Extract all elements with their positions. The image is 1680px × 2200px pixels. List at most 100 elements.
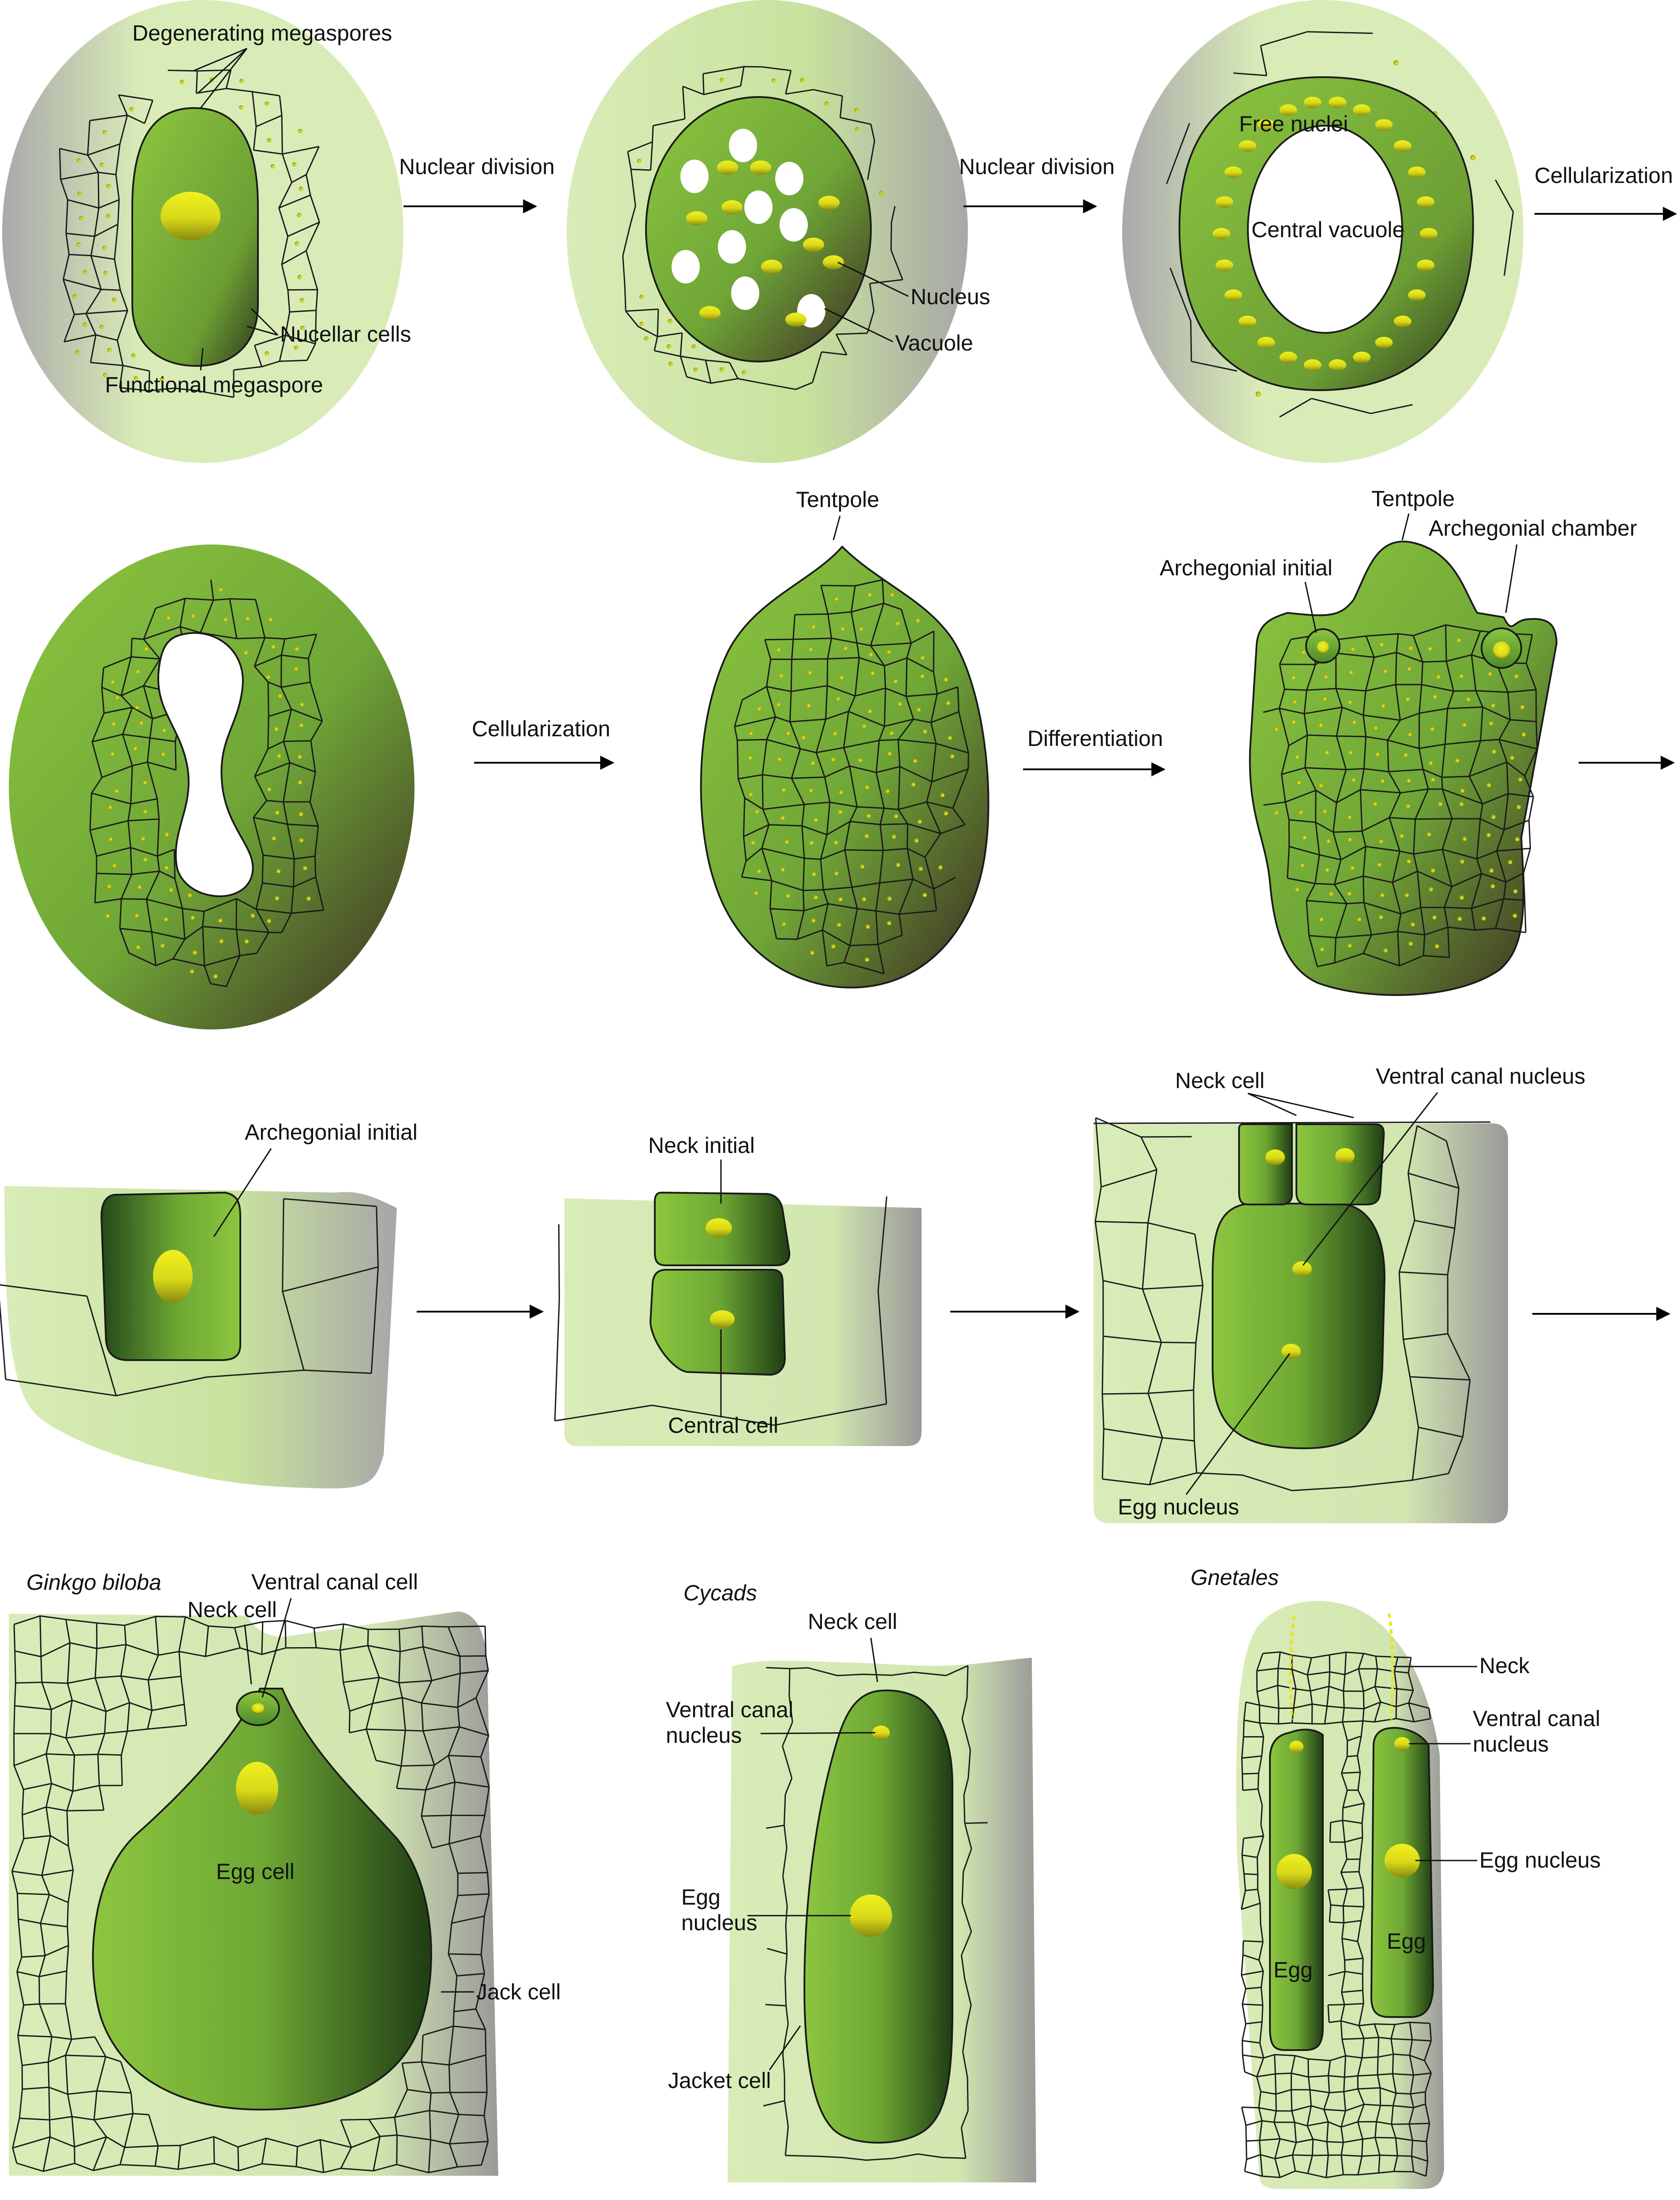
ventral-canal-nucleus-dot (1292, 1261, 1312, 1276)
megaspore-nucleus (161, 192, 220, 240)
label-ginkgo-neck-cell: Neck cell (187, 1597, 277, 1622)
leader-nucellar (246, 308, 279, 336)
leader-neck-cell-mature (1247, 1093, 1354, 1119)
archegonial-initial-network (0, 1198, 379, 1397)
differentiated-gametophyte (1249, 541, 1558, 996)
leader-cycad-neck-cell (870, 1637, 878, 1682)
leader-ginkgo-ventral-canal (261, 1598, 292, 1698)
arrow-nuclear-division-2: Nuclear division (959, 154, 1115, 213)
gnetales-vcn-left (1289, 1741, 1303, 1753)
panel-ginkgo: Ginkgo biloba Ventral canal cell Neck ce… (9, 1570, 561, 2176)
ginkgo-egg-cell (92, 1688, 432, 2111)
label-archegonial-chamber: Archegonial chamber (1429, 516, 1637, 541)
leader-ginkgo-neck-cell (244, 1624, 252, 1685)
label-gnetales-egg-right: Egg (1387, 1929, 1426, 1954)
neck-cell-nucleus-left (1266, 1149, 1285, 1165)
label-archegonial-initial-1: Archegonial initial (1160, 556, 1333, 580)
archegonial-chamber-nucleus (1493, 641, 1510, 659)
leader-functional (200, 348, 204, 371)
label-gnetales-egg-nucleus: Egg nucleus (1479, 1848, 1601, 1872)
label-cycad-egg-nucleus-2: nucleus (681, 1910, 757, 1935)
panel-megaspore: Degenerating megaspores Nucellar cells F… (2, 0, 411, 463)
embryo-sac (645, 96, 872, 362)
label-cycad-egg-nucleus-1: Egg (681, 1885, 721, 1909)
panel-gnetales: Gnetales Neck Ventral canal nucleus Egg … (1191, 1565, 1601, 2189)
differentiated-network (1263, 624, 1538, 967)
leader-tentpole-2 (1401, 513, 1410, 541)
panel-cycads: Cycads Neck cell Ventral canal nucleus E… (666, 1581, 1036, 2182)
gnetales-network (1240, 1651, 1432, 2178)
central-vacuole-remnant (157, 632, 254, 897)
label-neck-initial: Neck initial (648, 1133, 755, 1158)
free-nuclei-dots (1213, 97, 1437, 371)
label-cycad-neck-cell: Neck cell (808, 1609, 897, 1634)
label-central-cell: Central cell (668, 1413, 778, 1438)
gnetales-egg-nucleus-left (1277, 1854, 1312, 1889)
label-gnetales-egg-left: Egg (1273, 1958, 1313, 1982)
leader-ventral-canal-nucleus (1302, 1092, 1438, 1266)
free-nuclear-cell-network (1166, 31, 1514, 418)
ginkgo-egg-nucleus (236, 1762, 278, 1815)
leader-degenerating (194, 48, 248, 108)
label-cellularization-1: Cellularization (1534, 163, 1673, 188)
vacuoles-and-nuclei (672, 129, 844, 328)
title-cycads: Cycads (683, 1581, 757, 1605)
label-nuclear-division-2: Nuclear division (959, 154, 1115, 179)
leader-archegonial-initial-2 (213, 1148, 272, 1237)
label-archegonial-initial-2: Archegonial initial (245, 1120, 418, 1145)
panel-mature-archegonium: Neck cell Ventral canal nucleus Egg nucl… (1093, 1064, 1585, 1523)
central-cell-nucleus (710, 1310, 735, 1328)
neck-cell-left (1238, 1123, 1293, 1205)
label-ginkgo-egg-cell: Egg cell (216, 1859, 295, 1884)
label-gnetales-vcn-1: Ventral canal (1473, 1706, 1600, 1731)
cycad-network (763, 1665, 988, 2161)
panel-free-nuclear: Free nuclei Central vacuole (1122, 0, 1523, 463)
label-neck-cell-mature: Neck cell (1175, 1068, 1265, 1093)
panel-archegonial-initial: Archegonial initial (0, 1120, 418, 1489)
leader-egg-nucleus-mature (1185, 1353, 1291, 1495)
panel-tentpole: Tentpole (700, 487, 989, 989)
label-tentpole-2: Tentpole (1371, 486, 1455, 511)
leader-cycad-vcn (760, 1732, 876, 1734)
archegonial-initial-nucleus (1317, 641, 1329, 653)
label-free-nuclei: Free nuclei (1239, 112, 1348, 136)
gnetales-vcn-right (1394, 1737, 1410, 1750)
cycad-egg-nucleus (850, 1894, 892, 1937)
tentpole-network (734, 579, 969, 974)
label-tentpole-1: Tentpole (796, 487, 879, 512)
label-degenerating-megaspores: Degenerating megaspores (132, 21, 392, 45)
label-gnetales-vcn-2: nucleus (1473, 1732, 1549, 1756)
label-cycad-jacket-cell: Jacket cell (668, 2068, 771, 2093)
neck-cell-right (1295, 1123, 1385, 1205)
label-nuclear-division-1: Nuclear division (399, 154, 555, 179)
label-vacuole: Vacuole (895, 331, 973, 355)
leader-archegonial-initial-1 (1304, 582, 1317, 633)
nucellar-cell-network (59, 69, 320, 398)
central-vacuole (1247, 125, 1403, 334)
panel-neck-initial: Neck initial Central cell (554, 1133, 922, 1446)
label-cycad-vcn-2: nucleus (666, 1723, 742, 1748)
label-gnetales-neck: Neck (1479, 1653, 1530, 1678)
gnetales-neck-channels (1289, 1613, 1394, 1720)
label-nucellar-cells: Nucellar cells (280, 322, 411, 347)
panel-nuclear-division: Nucleus Vacuole (567, 0, 990, 463)
label-ventral-canal-nucleus: Ventral canal nucleus (1376, 1064, 1585, 1089)
label-ginkgo-ventral-canal-cell: Ventral canal cell (251, 1570, 418, 1594)
arrow-nuclear-division-1: Nuclear division (399, 154, 555, 213)
label-central-vacuole: Central vacuole (1251, 217, 1404, 242)
label-ginkgo-jack-cell: Jack cell (476, 1980, 561, 2004)
leader-nucleus (837, 261, 909, 297)
label-egg-nucleus-mature: Egg nucleus (1118, 1495, 1239, 1519)
gnetales-egg-nucleus-right (1385, 1844, 1420, 1877)
arrow-cellularization-2: Cellularization (472, 716, 615, 770)
neck-initial-nucleus (706, 1218, 732, 1238)
leader-tentpole-1 (833, 515, 841, 541)
gnetales-egg-left (1269, 1729, 1324, 2051)
division-cell-network (622, 66, 903, 390)
title-ginkgo: Ginkgo biloba (26, 1570, 161, 1595)
leader-archegonial-chamber (1505, 544, 1518, 613)
ginkgo-ventral-canal-nucleus (251, 1703, 265, 1714)
leader-vacuole (824, 308, 893, 343)
